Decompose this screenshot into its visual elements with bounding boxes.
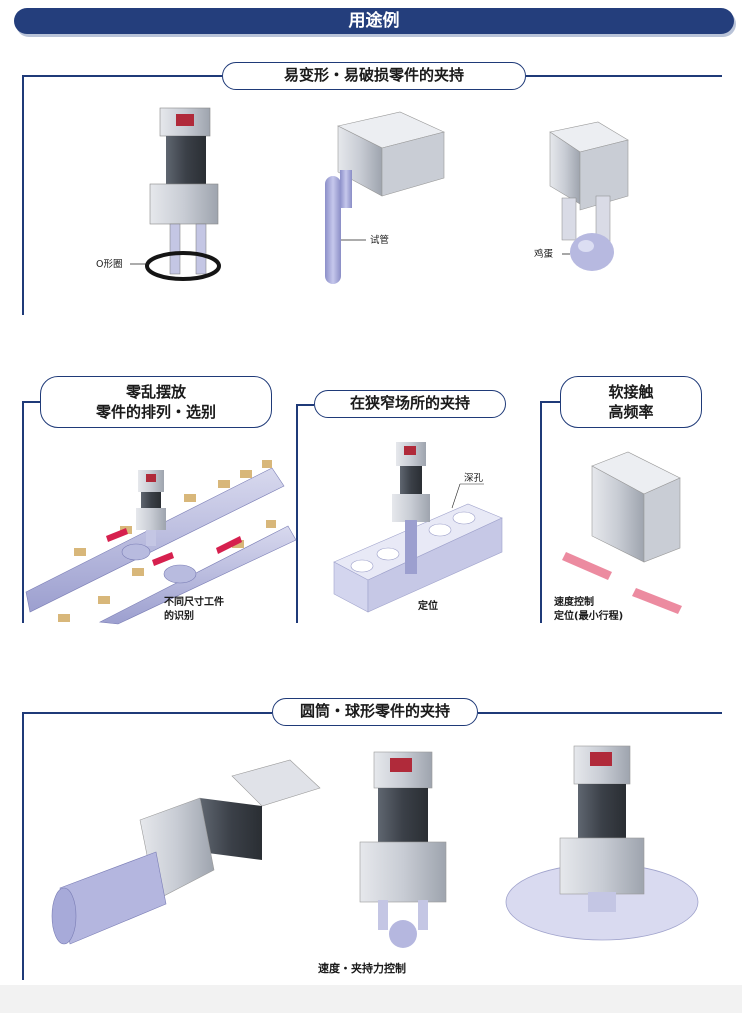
header-title: 用途例 (14, 8, 734, 34)
frame-top-3 (22, 712, 272, 714)
frame-top-3b (478, 712, 722, 714)
caption-soft-line1: 速度控制 (554, 597, 594, 608)
caption-sorting-line2: 的识别 (164, 611, 194, 622)
label-egg: 鸡蛋 (534, 249, 554, 260)
frame-top-2a (22, 401, 40, 403)
conveyor-illustration (25, 460, 297, 625)
soft-title-line1: 软接触 (608, 383, 654, 401)
frame-top-2c (540, 401, 560, 403)
caption-sorting-line1: 不同尺寸工件 (164, 597, 224, 608)
soft-touch-illustration (562, 451, 682, 614)
ball-gripper-illustration (359, 751, 447, 948)
label-oring: O形圈 (96, 259, 123, 270)
frame-left-2c (540, 401, 542, 623)
deep-hole-illustration (333, 442, 503, 613)
frame-top-2b (296, 404, 314, 406)
gripper-oring-illustration (130, 107, 221, 281)
caption-cylinder: 速度・夹持力控制 (318, 962, 406, 975)
frame-left-2b (296, 404, 298, 623)
gripper-egg-illustration (549, 121, 629, 271)
frame-top-1 (22, 75, 222, 77)
sorting-title-line1: 零乱摆放 (125, 383, 186, 401)
section-title-sorting: 零乱摆放 零件的排列・选别 (40, 376, 272, 428)
cylinder-illustration (51, 759, 321, 945)
caption-soft-line2: 定位(最小行程) (554, 611, 624, 622)
caption-narrow: 定位 (418, 601, 438, 612)
frame-top-1b (526, 75, 722, 77)
section-title-narrow: 在狭窄场所的夹持 (314, 390, 506, 418)
bottom-band (0, 985, 742, 1013)
frame-left-2a (22, 401, 24, 623)
section-title-cylinder: 圆筒・球形零件的夹持 (272, 698, 478, 726)
section-title-soft: 软接触 高频率 (560, 376, 702, 428)
soft-title-line2: 高频率 (608, 403, 654, 421)
section-title-fragile: 易变形・易破损零件的夹持 (222, 62, 526, 90)
frame-left-1 (22, 75, 24, 315)
label-tube: 试管 (370, 235, 390, 246)
sorting-title-line2: 零件的排列・选别 (95, 403, 216, 421)
label-deep-hole: 深孔 (464, 473, 484, 484)
frame-left-3 (22, 712, 24, 980)
gripper-tube-illustration (325, 111, 445, 284)
disc-gripper-illustration (505, 745, 699, 941)
